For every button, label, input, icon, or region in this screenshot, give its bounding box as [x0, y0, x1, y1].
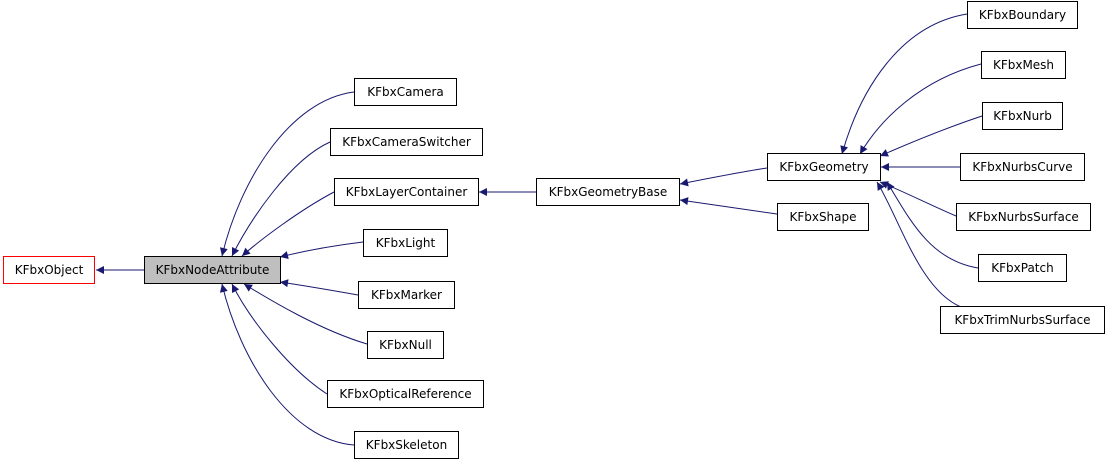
node-kfbxmesh[interactable]: KFbxMesh: [981, 51, 1066, 79]
node-kfbxpatch[interactable]: KFbxPatch: [978, 254, 1067, 282]
node-kfbxnurb[interactable]: KFbxNurb: [982, 102, 1063, 130]
node-kfbxcameraswitcher[interactable]: KFbxCameraSwitcher: [330, 128, 483, 156]
edge-cameraswitcher: [231, 141, 331, 257]
edge-null: [243, 283, 368, 345]
node-kfbxgeometrybase[interactable]: KFbxGeometryBase: [536, 178, 680, 206]
node-kfbxtrimnurbssurface[interactable]: KFbxTrimNurbsSurface: [940, 306, 1105, 334]
node-kfbxshape[interactable]: KFbxShape: [777, 203, 869, 231]
node-kfbxskeleton[interactable]: KFbxSkeleton: [354, 431, 459, 459]
edge-skeleton: [219, 283, 355, 446]
node-kfbxobject[interactable]: KFbxObject: [3, 256, 95, 284]
node-kfbxboundary[interactable]: KFbxBoundary: [967, 1, 1078, 29]
edge-shape-geometrybase: [679, 197, 778, 215]
node-kfbxlight[interactable]: KFbxLight: [363, 229, 448, 257]
node-kfbxgeometry[interactable]: KFbxGeometry: [767, 153, 881, 181]
edge-geometry-geometrybase: [679, 167, 768, 187]
edge-light: [279, 241, 364, 259]
node-kfbxnurbscurve[interactable]: KFbxNurbsCurve: [960, 153, 1085, 181]
edge-nurbssurface: [879, 181, 957, 217]
node-kfbxnull[interactable]: KFbxNull: [367, 331, 444, 359]
node-kfbxmarker[interactable]: KFbxMarker: [358, 281, 455, 309]
edge-nurb: [879, 115, 983, 157]
node-kfbxcamera[interactable]: KFbxCamera: [354, 78, 457, 106]
edge-mesh: [859, 63, 982, 155]
node-kfbxnodeattribute[interactable]: KFbxNodeAttribute: [144, 256, 281, 284]
edge-marker: [279, 279, 359, 296]
edge-camera: [219, 91, 355, 257]
edge-boundary: [840, 13, 968, 155]
edge-trimnurbssurface: [876, 181, 962, 308]
edge-layercontainer: [241, 191, 335, 257]
edge-opticalreference: [231, 283, 328, 395]
node-kfbxlayercontainer[interactable]: KFbxLayerContainer: [334, 178, 479, 206]
edge-patch: [886, 181, 979, 269]
node-kfbxopticalreference[interactable]: KFbxOpticalReference: [327, 380, 484, 408]
node-kfbxnurbssurface[interactable]: KFbxNurbsSurface: [956, 203, 1091, 231]
